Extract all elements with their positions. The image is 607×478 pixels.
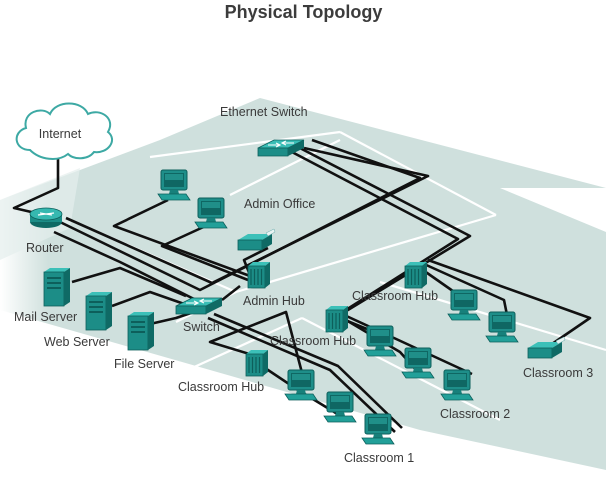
classroom-1-label: Classroom 1 (344, 451, 414, 465)
web-server-label: Web Server (44, 335, 110, 349)
classroom-1-pc-2-icon (323, 391, 357, 423)
router-icon (29, 207, 63, 228)
admin-pc-2-icon (194, 197, 228, 229)
web-server-icon (85, 291, 113, 331)
network-cables (12, 138, 592, 433)
mail-server-icon (43, 267, 71, 307)
classroom-2-pc-1-icon (363, 325, 397, 357)
page-title: Physical Topology (224, 2, 383, 22)
classroom-3-pc-1-icon (447, 289, 481, 321)
mail-server-label: Mail Server (14, 310, 77, 324)
router-label: Router (26, 241, 64, 255)
classroom-2-label: Classroom 2 (440, 407, 510, 421)
classroom-hub-1-icon (245, 349, 269, 377)
classroom-3-pc-2-icon (485, 311, 519, 343)
switch-label: Switch (183, 320, 220, 334)
internet-label: Internet (39, 127, 82, 141)
admin-hub-label: Admin Hub (243, 294, 305, 308)
file-server-icon (127, 311, 155, 351)
file-server-label: File Server (114, 357, 174, 371)
admin-pc-1-icon (157, 169, 191, 201)
admin-office-label: Admin Office (244, 197, 315, 211)
classroom-1-pc-1-icon (284, 369, 318, 401)
classroom-1-pc-3-icon (361, 413, 395, 445)
classroom-hub-3-label: Classroom Hub (352, 289, 438, 303)
classroom-3-label: Classroom 3 (523, 366, 593, 380)
ethernet-switch-label: Ethernet Switch (220, 105, 308, 119)
classroom-2-pc-2-icon (401, 347, 435, 379)
classroom-hub-1-label: Classroom Hub (178, 380, 264, 394)
classroom-hub-3-icon (404, 261, 428, 289)
classroom-hub-2-icon (325, 305, 349, 333)
classroom-hub-2-label: Classroom Hub (270, 334, 356, 348)
internet-cloud: Internet (15, 102, 113, 160)
classroom-2-pc-3-icon (440, 369, 474, 401)
admin-hub-icon (247, 261, 271, 289)
